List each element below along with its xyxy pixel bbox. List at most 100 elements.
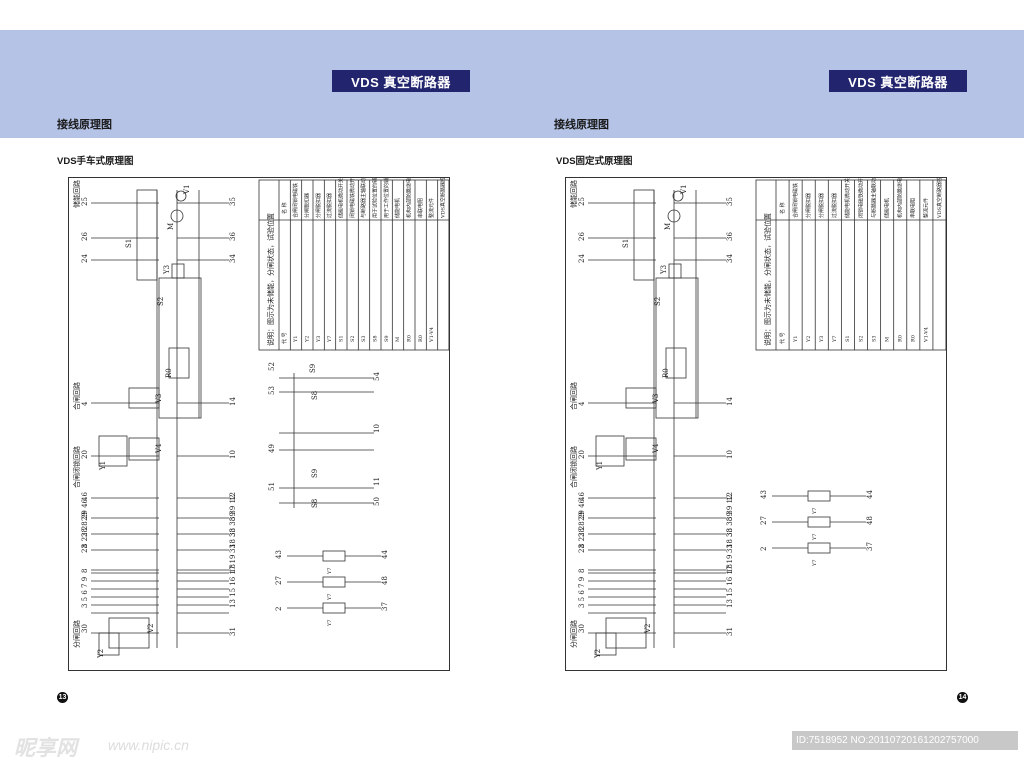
terminal-label-right: 31	[229, 627, 237, 636]
component-label-r0: R0	[662, 368, 670, 378]
legend-name: 储能电机微动开关	[337, 178, 344, 218]
legend-code: R0	[418, 335, 424, 342]
rectifier-v3	[128, 387, 160, 409]
legend-code: Y3	[316, 336, 322, 343]
terminal-label-left: 24	[578, 254, 586, 263]
component-label-s9: S9	[309, 364, 317, 373]
terminal-label-left: 46	[578, 492, 586, 501]
component-label-y1: Y1	[99, 461, 107, 471]
legend-code: R0	[406, 335, 412, 342]
legend-name: 整流元件	[428, 198, 435, 218]
terminal-label-left: 24	[81, 254, 89, 263]
coil-label: Y7	[327, 594, 333, 601]
legend-code: Y1	[293, 336, 299, 343]
terminal-label-right: 18	[229, 564, 237, 573]
component-label-v1: V1	[183, 184, 191, 195]
legend-name: 用于工作位置的辅助开关	[383, 178, 390, 218]
legend-code: Y3	[819, 336, 825, 343]
coil-terminal-out: 48	[381, 576, 389, 585]
terminal-label-right: 33	[229, 544, 237, 553]
coil-y7-box	[322, 602, 346, 614]
legend-name: 机构内部防跳继电器	[405, 178, 412, 218]
aux-terminal-label: 52	[268, 362, 276, 371]
rectifier-v4	[128, 437, 160, 461]
terminal-row-right: 13 15 16 17 19	[229, 555, 237, 608]
terminal-label-left: 29	[578, 512, 586, 521]
rectifier-v1	[175, 190, 187, 202]
rectifier-v4	[625, 437, 657, 461]
legend-name: 与断路器主轴联动的辅助开关	[360, 178, 367, 218]
legend-code: S9	[384, 335, 390, 342]
terminal-label-right: 38	[726, 528, 734, 537]
component-label-s1: S1	[125, 239, 133, 248]
coil-y3-box	[171, 263, 185, 279]
section-title-right: 接线原理图	[554, 119, 609, 131]
coil-label: Y7	[812, 508, 818, 515]
watermark-logo: 昵享网	[14, 737, 77, 760]
coil-terminal-out: 48	[866, 516, 874, 525]
aux-terminal-label: 49	[268, 444, 276, 453]
component-label-v3: V3	[155, 393, 163, 404]
terminal-label-left: 8	[578, 569, 586, 573]
legend-name: 分闸脱扣器	[315, 193, 322, 218]
component-label-m: M	[664, 223, 672, 230]
coil-terminal-in: 43	[275, 550, 283, 559]
terminal-label-left: 30	[578, 624, 586, 633]
coil-terminal-in: 27	[760, 516, 768, 525]
coil-terminal-in: 27	[275, 576, 283, 585]
legend-name: 分闸脱扣器	[303, 193, 310, 218]
circuit-label-closing: 合闸回路	[72, 382, 81, 410]
circuit-label-opening: 分闸回路	[72, 620, 81, 648]
terminal-row-left: 3 5 6 7 9	[578, 577, 586, 608]
legend-header-name: 名 称	[281, 202, 288, 214]
legend-code: Y2	[806, 336, 812, 343]
brand-tag-right: VDS 真空断路器	[829, 70, 967, 92]
terminal-label-right: 35	[229, 197, 237, 206]
terminal-label-right: 10	[726, 450, 734, 459]
contact-block-s1	[136, 189, 158, 281]
aux-terminal-label: 10	[373, 424, 381, 433]
terminal-label-right: 39	[229, 512, 237, 521]
terminal-label-right: 35	[726, 197, 734, 206]
terminal-label-left: 23	[81, 544, 89, 553]
legend-name: VDS真空断路器控制原理图	[936, 178, 943, 219]
contact-block-s1	[633, 189, 655, 281]
component-label-y2: Y2	[594, 649, 602, 659]
terminal-row2-right: 18 33 38 39 12	[726, 495, 734, 548]
terminal-label-right: 31	[726, 627, 734, 636]
legend-name: 闭锁电磁铁微动开关	[349, 178, 356, 218]
coil-y7-box	[807, 490, 831, 502]
legend-header-name: 名 称	[779, 202, 786, 214]
terminal-label-right: 34	[229, 254, 237, 263]
legend-code: S2	[858, 335, 864, 342]
legend-code: S1	[338, 335, 344, 342]
legend-code: Y7	[832, 336, 838, 343]
component-label-s2: S2	[654, 297, 662, 306]
terminal-label-right: 36	[229, 232, 237, 241]
terminal-label-left: 26	[578, 232, 586, 241]
aux-terminal-label: 53	[268, 386, 276, 395]
component-label-m: M	[167, 223, 175, 230]
terminal-label-left: 4	[578, 401, 586, 406]
legend-name: 储能电机	[883, 198, 890, 218]
terminal-label-right: 36	[726, 232, 734, 241]
legend-code: V1-V4	[924, 327, 930, 343]
legend-code: S1	[845, 335, 851, 342]
circuit-label-storage: 储能回路	[72, 180, 81, 208]
terminal-row-right: 13 15 16 17 19	[726, 555, 734, 608]
coil-y1-box	[595, 435, 625, 467]
legend-name: 串联电阻	[417, 198, 424, 218]
circuit-label-storage: 储能回路	[569, 180, 578, 208]
legend-name: 整流元件	[923, 198, 930, 218]
legend-name: 储能电机微动开关	[844, 178, 851, 218]
legend-code: Y7	[327, 336, 333, 343]
terminal-label-left: 28	[578, 528, 586, 537]
coil-y7-box	[807, 542, 831, 554]
legend-name: 合闸闭锁电磁铁	[792, 183, 799, 218]
legend-name: 分闸脱扣器	[805, 193, 812, 218]
component-label-y3: Y3	[660, 265, 668, 275]
legend-name: 用于试验位置的辅助开关	[371, 178, 378, 218]
watermark-url: www.nipic.cn	[108, 737, 189, 753]
terminal-label-right: 12	[229, 492, 237, 501]
